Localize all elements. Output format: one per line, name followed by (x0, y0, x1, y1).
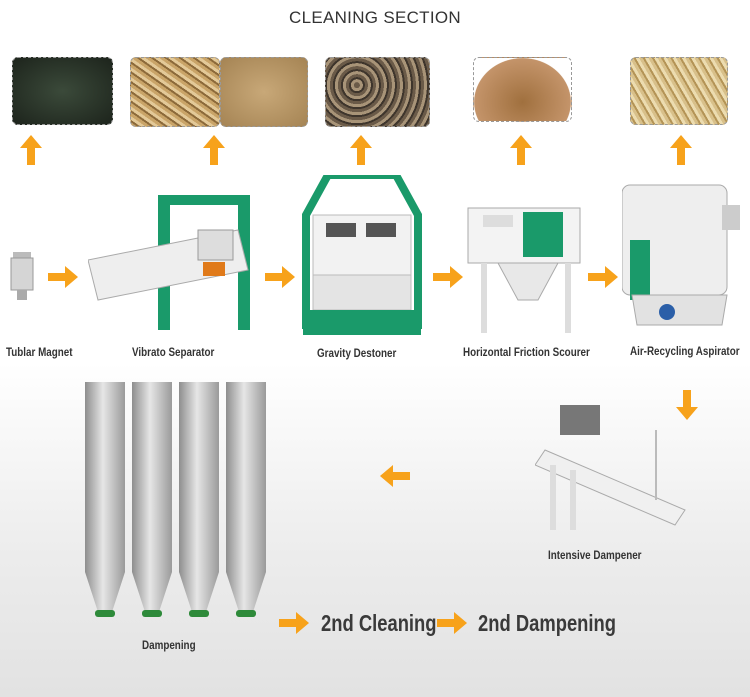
intensive-dampener-image (535, 405, 686, 530)
arrow-right-icon (279, 612, 309, 634)
label-vibrato-separator: Vibrato Separator (132, 345, 215, 359)
arrow-right-icon (48, 266, 78, 288)
arrow-up-icon (20, 135, 42, 165)
sample-image-soil (473, 57, 572, 122)
sample-image-impurities (12, 57, 113, 125)
sample-image-straw (130, 57, 220, 127)
arrow-right-icon (588, 266, 618, 288)
arrow-down-icon (676, 390, 698, 420)
silo (179, 382, 219, 617)
label-tubular-magnet: Tublar Magnet (6, 345, 73, 359)
arrow-up-icon (203, 135, 225, 165)
silo (85, 382, 125, 617)
gravity-destoner-image (302, 175, 422, 335)
vibrato-separator-image (88, 195, 250, 330)
silo (132, 382, 172, 617)
arrow-right-icon (437, 612, 467, 634)
dampening-silos-image (85, 382, 266, 617)
arrow-right-icon (433, 266, 463, 288)
sample-image-dust (220, 57, 308, 127)
arrow-up-icon (670, 135, 692, 165)
label-intensive-dampener: Intensive Dampener (548, 548, 642, 562)
label-horizontal-friction-scourer: Horizontal Friction Scourer (463, 345, 590, 359)
sample-image-husk (630, 57, 728, 125)
label-gravity-destoner: Gravity Destoner (317, 346, 397, 360)
arrow-right-icon (265, 266, 295, 288)
arrow-up-icon (350, 135, 372, 165)
step-2nd-dampening: 2nd Dampening (478, 610, 617, 636)
label-dampening: Dampening (142, 638, 196, 652)
label-air-recycling-aspirator: Air-Recycling Aspirator (630, 344, 740, 358)
sample-image-stones (325, 57, 430, 127)
silo (226, 382, 266, 617)
tubular-magnet-image (10, 252, 34, 300)
arrow-up-icon (510, 135, 532, 165)
arrow-left-icon (380, 465, 410, 487)
step-2nd-cleaning: 2nd Cleaning (321, 610, 437, 636)
diagram-title: CLEANING SECTION (289, 8, 461, 27)
air-recycling-aspirator-image (622, 184, 740, 326)
horizontal-friction-scourer-image (467, 207, 581, 333)
